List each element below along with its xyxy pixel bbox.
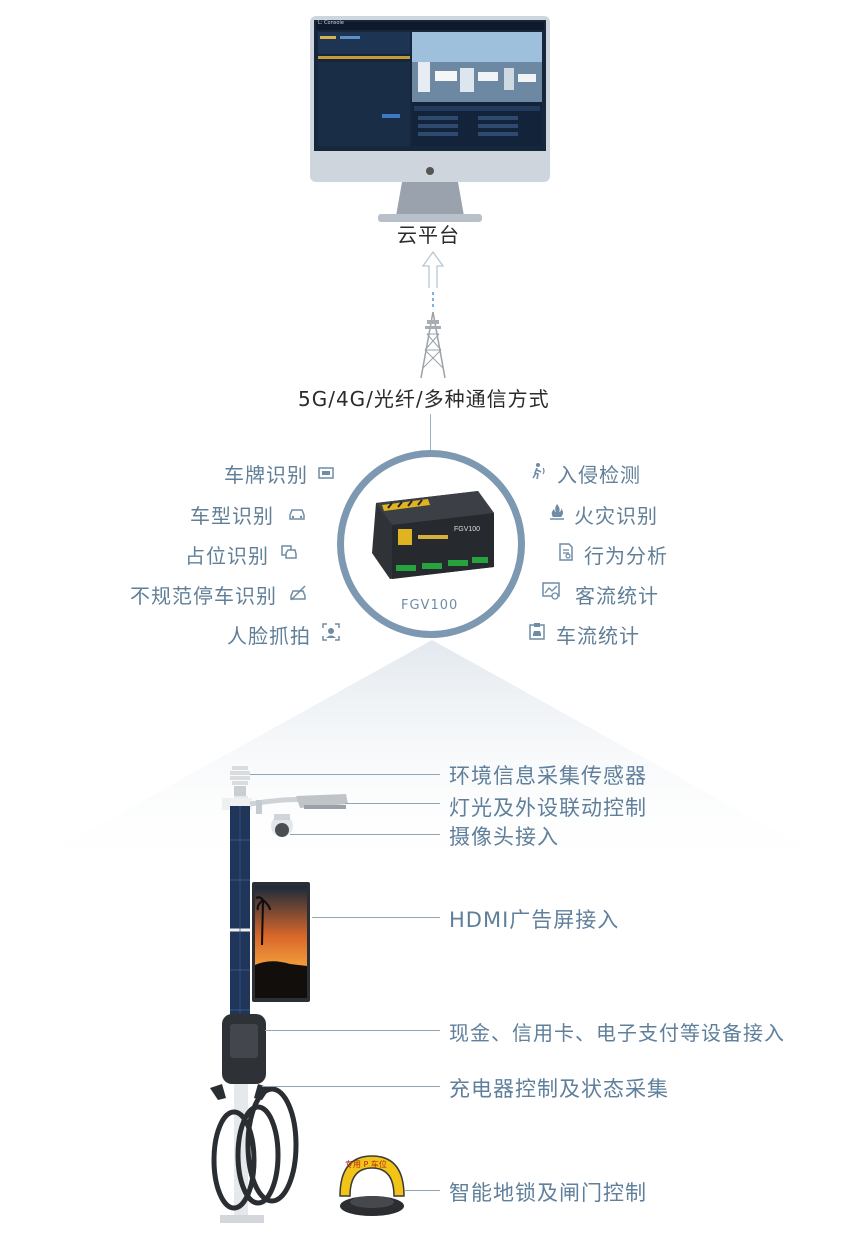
feature-label: 车型识别 — [190, 504, 274, 528]
callout-hdmi-screen: HDMI广告屏接入 — [449, 908, 620, 932]
feature-intrusion: 入侵检测 — [557, 459, 641, 488]
callout-env-sensor: 环境信息采集传感器 — [449, 764, 647, 788]
face-capture-icon — [322, 623, 340, 641]
feature-fire: 火灾识别 — [574, 500, 658, 529]
fgv100-device-image: FGV100 — [372, 491, 494, 579]
feature-occupancy: 占位识别 — [185, 540, 269, 569]
parking-lock-label: 专用 P 车位 — [345, 1160, 387, 1169]
feature-face-capture: 人脸抓拍 — [227, 620, 311, 649]
fire-icon — [550, 504, 564, 520]
feature-label: 车牌识别 — [224, 463, 308, 487]
svg-text:FGV100: FGV100 — [454, 526, 480, 533]
no-parking-icon — [290, 585, 306, 601]
feature-label: 占位识别 — [185, 544, 269, 568]
smart-pole-graphic — [210, 766, 348, 1223]
callout-line-sensor — [250, 774, 440, 775]
intrusion-icon — [532, 463, 545, 480]
device-model-label: FGV100 — [401, 598, 459, 613]
coverage-cone — [0, 640, 864, 880]
feature-label: 不规范停车识别 — [130, 584, 277, 608]
callout-camera: 摄像头接入 — [449, 825, 559, 849]
traffic-flow-icon — [529, 623, 545, 640]
feature-illegal-parking: 不规范停车识别 — [130, 580, 277, 609]
feature-label: 火灾识别 — [574, 504, 658, 528]
feature-label: 车流统计 — [556, 624, 640, 648]
callout-line-payment — [265, 1030, 440, 1031]
behavior-icon — [559, 543, 573, 561]
license-plate-icon — [318, 467, 334, 479]
callout-line-charger — [262, 1086, 440, 1087]
monitor-graphic — [310, 16, 550, 222]
callout-parking-lock: 智能地锁及闸门控制 — [449, 1181, 647, 1205]
callout-line-camera — [290, 834, 440, 835]
feature-label: 客流统计 — [575, 584, 659, 608]
callout-line-light — [345, 803, 440, 804]
comms-label: 5G/4G/光纤/多种通信方式 — [298, 387, 550, 411]
callout-line-lock — [405, 1190, 440, 1191]
comms-connector — [430, 414, 431, 452]
callout-payment: 现金、信用卡、电子支付等设备接入 — [449, 1021, 785, 1045]
car-icon — [289, 509, 305, 520]
people-flow-icon — [542, 582, 560, 600]
feature-traffic-flow: 车流统计 — [556, 620, 640, 649]
callout-line-hdmi — [312, 917, 440, 918]
signal-tower-graphic — [420, 250, 446, 379]
callout-light-control: 灯光及外设联动控制 — [449, 796, 647, 820]
callout-charger: 充电器控制及状态采集 — [449, 1077, 669, 1101]
feature-license-plate: 车牌识别 — [224, 459, 308, 488]
feature-label: 入侵检测 — [557, 463, 641, 487]
feature-people-flow: 客流统计 — [575, 580, 659, 609]
parking-occupancy-icon — [281, 545, 297, 559]
feature-vehicle-type: 车型识别 — [190, 500, 274, 529]
feature-behavior: 行为分析 — [584, 540, 668, 569]
cloud-platform-label: 云平台 — [397, 223, 460, 247]
parking-lock-graphic — [339, 1155, 405, 1216]
feature-label: 行为分析 — [584, 544, 668, 568]
feature-label: 人脸抓拍 — [227, 624, 311, 648]
screen-header: L: Console — [318, 20, 344, 26]
cloud-monitor: L: Console — [310, 16, 550, 222]
